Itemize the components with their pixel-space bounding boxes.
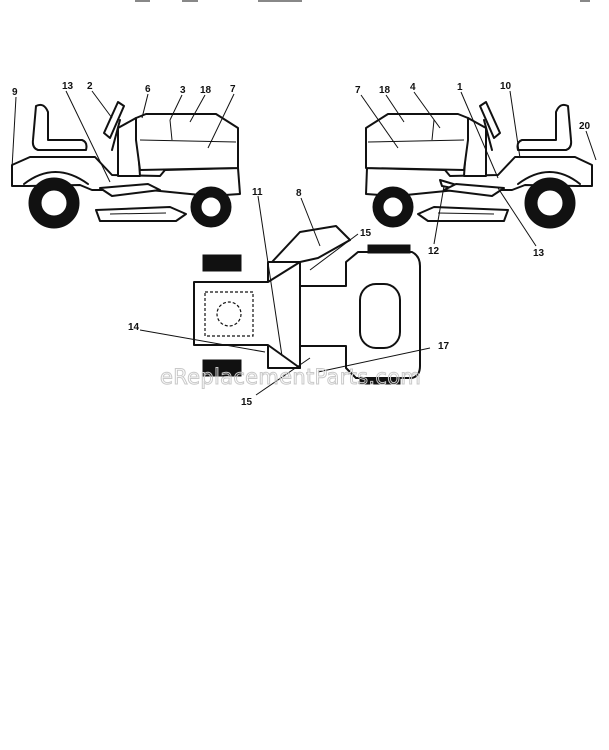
- callout-9: 9: [12, 87, 18, 98]
- callouts-top: 11 8 15 14 17 15: [128, 187, 450, 408]
- callouts-left: 9 13 2 6 3 18 7: [12, 81, 236, 98]
- callout-18: 18: [200, 85, 212, 96]
- callout-7: 7: [230, 84, 236, 95]
- callout-13: 13: [533, 248, 545, 259]
- callout-4: 4: [410, 82, 416, 93]
- callout-17: 17: [438, 341, 450, 352]
- callout-3: 3: [180, 85, 186, 96]
- callout-7: 7: [355, 85, 361, 96]
- callout-14: 14: [128, 322, 140, 333]
- tractor-top-view: [139, 195, 431, 396]
- callout-6: 6: [145, 84, 151, 95]
- callout-20: 20: [579, 121, 591, 132]
- callout-1: 1: [457, 82, 463, 93]
- tractor-right-side-view: [360, 90, 597, 247]
- callout-11: 11: [252, 187, 263, 198]
- callouts-right: 7 18 4 1 10 20 12 13: [355, 81, 591, 259]
- callout-13: 13: [62, 81, 74, 92]
- tractor-left-side-view: [11, 90, 241, 229]
- watermark: eReplacementParts.com: [160, 365, 421, 389]
- callout-15: 15: [360, 228, 372, 239]
- callout-15: 15: [241, 397, 253, 408]
- callout-12: 12: [428, 246, 440, 257]
- callout-10: 10: [500, 81, 512, 92]
- callout-8: 8: [296, 188, 302, 199]
- callout-2: 2: [87, 81, 93, 92]
- callout-18: 18: [379, 85, 391, 96]
